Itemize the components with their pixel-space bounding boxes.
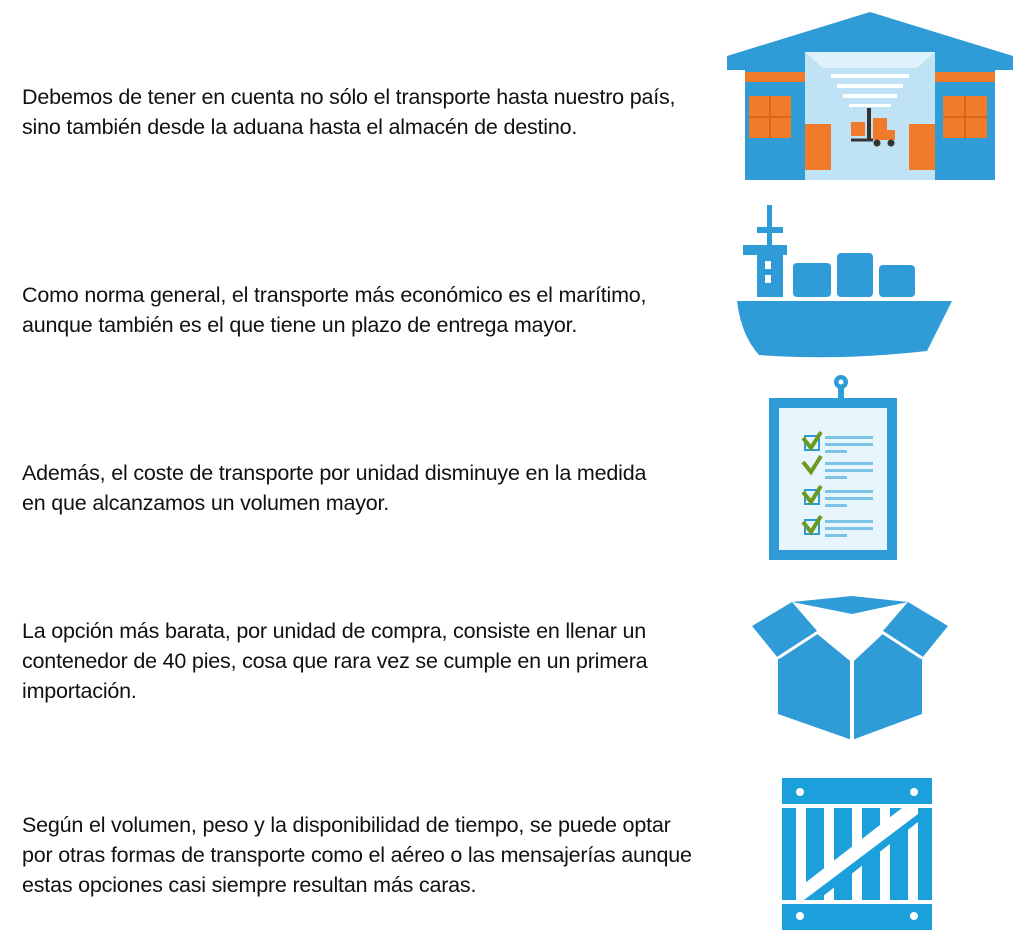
row-text: Como norma general, el transporte más ec… <box>22 283 647 337</box>
cargo-ship-icon <box>737 205 952 360</box>
wooden-crate-icon <box>782 778 932 930</box>
row-text: Según el volumen, peso y la disponibilid… <box>22 813 692 897</box>
checklist-clipboard-icon <box>769 374 897 560</box>
row-text: Debemos de tener en cuenta no sólo el tr… <box>22 85 676 139</box>
row-text: La opción más barata, por unidad de comp… <box>22 619 648 703</box>
open-box-icon <box>752 596 948 744</box>
row-text: Además, el coste de transporte por unida… <box>22 461 647 515</box>
warehouse-icon <box>727 12 1013 180</box>
